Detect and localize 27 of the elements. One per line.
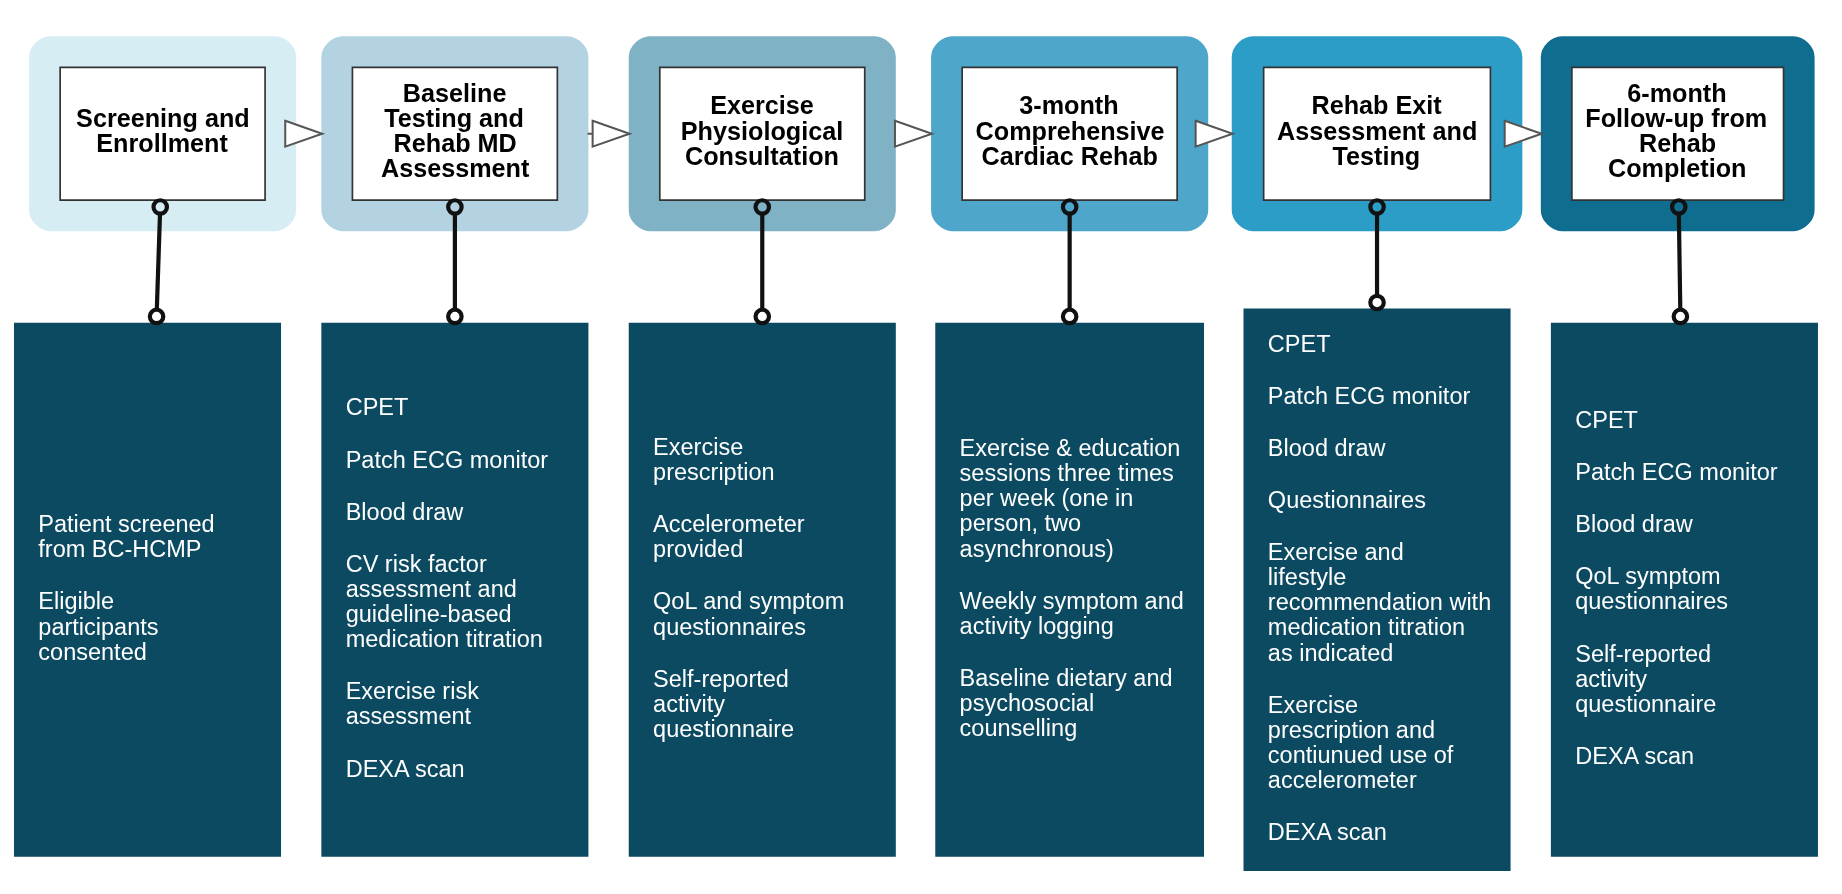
arrow: [1194, 119, 1236, 149]
connector: [147, 198, 170, 326]
node-box: CPET Patch ECG monitor Blood draw Questionnaires Exercise and lifestyle recommendation with medication titration as indicated Exercise prescription and contiunued use of accelerometer DEXA scan: [1243, 308, 1511, 872]
node-box: CPET Patch ECG monitor Blood draw CV risk factor assessment and guideline-based medication titration Exercise risk assessment DEXA scan: [321, 322, 589, 857]
connector: [753, 198, 772, 326]
cluster: [1231, 36, 1523, 232]
node-box: CPET Patch ECG monitor Blood draw QoL symptom questionnaires Self-reported activity questionnaire DEXA scan: [1550, 322, 1818, 857]
connector: [1368, 198, 1386, 312]
node-box: Baseline Testing and Rehab MD Assessment: [351, 66, 559, 201]
node-box: Exercise Physiological Consultation: [658, 66, 866, 201]
node-box: 3-month Comprehensive Cardiac Rehab: [961, 66, 1178, 201]
arrow: [1503, 119, 1545, 149]
cluster: [321, 36, 589, 232]
node-box: Rehab Exit Assessment and Testing: [1262, 66, 1492, 201]
cluster: [29, 36, 297, 232]
connector: [1060, 198, 1079, 326]
cluster: [931, 36, 1209, 232]
node-box: 6-month Follow-up from Rehab Completion: [1571, 66, 1785, 201]
node-box: Screening and Enrollment: [59, 66, 266, 201]
node-box: Exercise prescription Accelerometer provided QoL and symptom questionnaires Self-reported activity questionnaire: [628, 322, 896, 857]
node-box: Patient screened from BC-HCMP Eligible participants consented: [13, 322, 282, 857]
connector: [446, 198, 464, 326]
connector: [1669, 198, 1690, 326]
cluster: [1540, 36, 1815, 232]
cluster: [628, 36, 896, 232]
arrow: [284, 119, 326, 149]
node-box: Exercise & education sessions three times per week (one in person, two asynchronous) Weekly symptom and activity logging Baseline dietary and psychosocial counselling: [935, 322, 1205, 857]
